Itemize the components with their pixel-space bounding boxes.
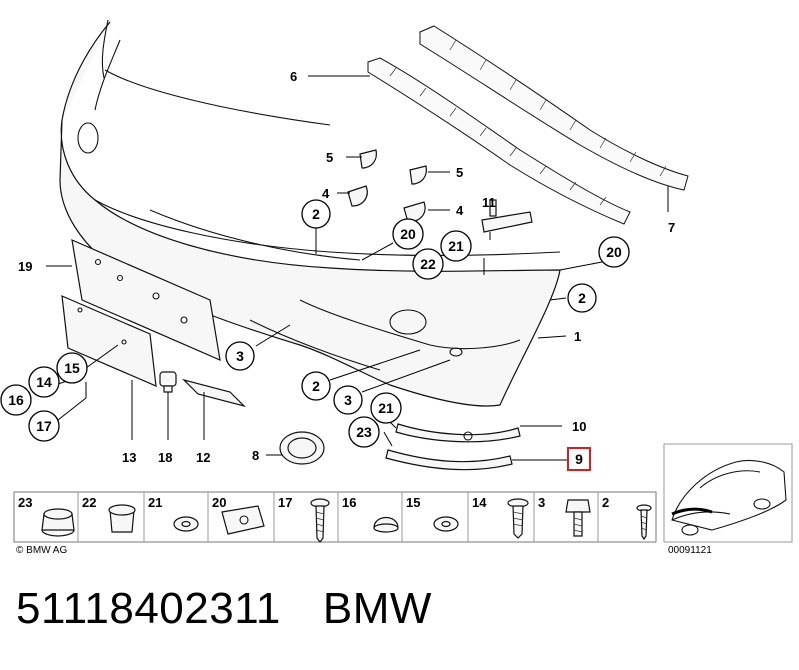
leader-lines <box>46 75 669 461</box>
hardware-label-22: 22 <box>82 495 96 510</box>
parts-diagram: 6 7 5 5 4 4 11 1 19 13 18 12 8 10 2 20 2… <box>0 19 793 556</box>
circled-callout-22: 22 <box>412 248 444 280</box>
circled-callout-17: 17 <box>28 410 60 442</box>
washer-icon <box>173 516 199 532</box>
upper-grille <box>367 57 631 225</box>
circled-callout-16: 16 <box>0 384 32 416</box>
callout-labels: 6 7 5 5 4 4 11 1 19 13 18 12 8 10 <box>18 69 675 465</box>
gasket-left <box>347 185 368 207</box>
hardware-label-20: 20 <box>212 495 226 510</box>
circled-callout-2-top: 2 <box>301 199 331 229</box>
hardware-label-2: 2 <box>602 495 609 510</box>
svg-text:14: 14 <box>36 374 52 390</box>
svg-text:22: 22 <box>420 256 436 272</box>
callout-11: 11 <box>482 195 496 210</box>
circled-callout-21-a: 21 <box>440 230 472 262</box>
callout-4-right: 4 <box>456 203 464 218</box>
callout-13: 13 <box>122 450 136 465</box>
callout-4-left: 4 <box>322 186 330 201</box>
part-caption: 51118402311 BMW <box>16 584 432 634</box>
callout-6: 6 <box>290 69 297 84</box>
copyright-text: © BMW AG <box>16 545 67 556</box>
drawing-number: 00091121 <box>668 545 712 556</box>
hardware-label-15: 15 <box>406 495 420 510</box>
svg-text:16: 16 <box>8 392 24 408</box>
circled-callout-3-a: 3 <box>225 341 255 371</box>
callout-10: 10 <box>572 419 586 434</box>
hardware-label-3: 3 <box>538 495 545 510</box>
brand-name: BMW <box>322 584 432 633</box>
cap-right <box>409 165 427 185</box>
screw-icon <box>310 498 330 543</box>
trim-strip-12 <box>182 378 246 408</box>
trim-strip-9 <box>385 449 513 471</box>
svg-text:3: 3 <box>344 392 352 408</box>
trim-strip-10 <box>395 423 521 443</box>
callout-12: 12 <box>196 450 210 465</box>
svg-text:9: 9 <box>575 451 583 467</box>
circled-callout-23: 23 <box>348 416 380 448</box>
screw-icon <box>507 498 529 539</box>
circled-callout-2-right: 2 <box>567 283 597 313</box>
callout-5-right: 5 <box>456 165 463 180</box>
callout-1: 1 <box>574 329 581 344</box>
svg-text:3: 3 <box>236 348 244 364</box>
hardware-label-23: 23 <box>18 495 32 510</box>
hardware-strip: 23 22 21 20 17 16 15 14 3 2 <box>13 491 657 543</box>
lower-grille <box>419 25 689 191</box>
svg-text:23: 23 <box>356 424 372 440</box>
svg-text:21: 21 <box>448 238 464 254</box>
circled-callout-21-b: 21 <box>370 392 402 424</box>
part-number: 51118402311 <box>16 584 281 633</box>
fog-light-ring <box>279 431 325 465</box>
circled-callout-15: 15 <box>56 352 88 384</box>
circled-callout-20-a: 20 <box>392 218 424 250</box>
circled-callouts: 2 20 22 21 20 2 3 2 3 21 23 15 14 16 17 <box>0 199 630 448</box>
license-plate-bracket <box>61 295 157 387</box>
callout-18: 18 <box>158 450 172 465</box>
hardware-label-21: 21 <box>148 495 162 510</box>
hardware-label-16: 16 <box>342 495 356 510</box>
svg-text:2: 2 <box>578 290 586 306</box>
hardware-label-17: 17 <box>278 495 292 510</box>
svg-text:15: 15 <box>64 360 80 376</box>
clip-nut-icon <box>221 505 265 535</box>
circled-callout-2-low: 2 <box>301 371 331 401</box>
circled-callout-3-b: 3 <box>333 385 363 415</box>
svg-text:21: 21 <box>378 400 394 416</box>
circled-callout-14: 14 <box>28 366 60 398</box>
callout-5-left: 5 <box>326 150 333 165</box>
cap-left <box>359 149 377 169</box>
hex-bolt-icon <box>565 499 591 537</box>
svg-text:20: 20 <box>606 244 622 260</box>
svg-text:2: 2 <box>312 206 320 222</box>
grommet-icon <box>41 508 75 537</box>
washer-icon <box>433 516 459 532</box>
svg-text:2: 2 <box>312 378 320 394</box>
callout-8: 8 <box>252 448 259 463</box>
license-plate-base <box>71 239 221 361</box>
hardware-label-14: 14 <box>472 495 487 510</box>
cap-icon <box>373 516 399 533</box>
svg-text:20: 20 <box>400 226 416 242</box>
car-location-thumbnail <box>663 443 793 543</box>
bushing-icon <box>108 504 136 533</box>
screw-icon <box>636 504 652 541</box>
callout-19: 19 <box>18 259 32 274</box>
callout-7: 7 <box>668 220 675 235</box>
svg-text:17: 17 <box>36 418 52 434</box>
bracket-11 <box>481 199 533 233</box>
highlighted-callout-9: 9 <box>567 447 591 471</box>
circled-callout-20-b: 20 <box>598 236 630 268</box>
clip-18 <box>159 371 177 393</box>
